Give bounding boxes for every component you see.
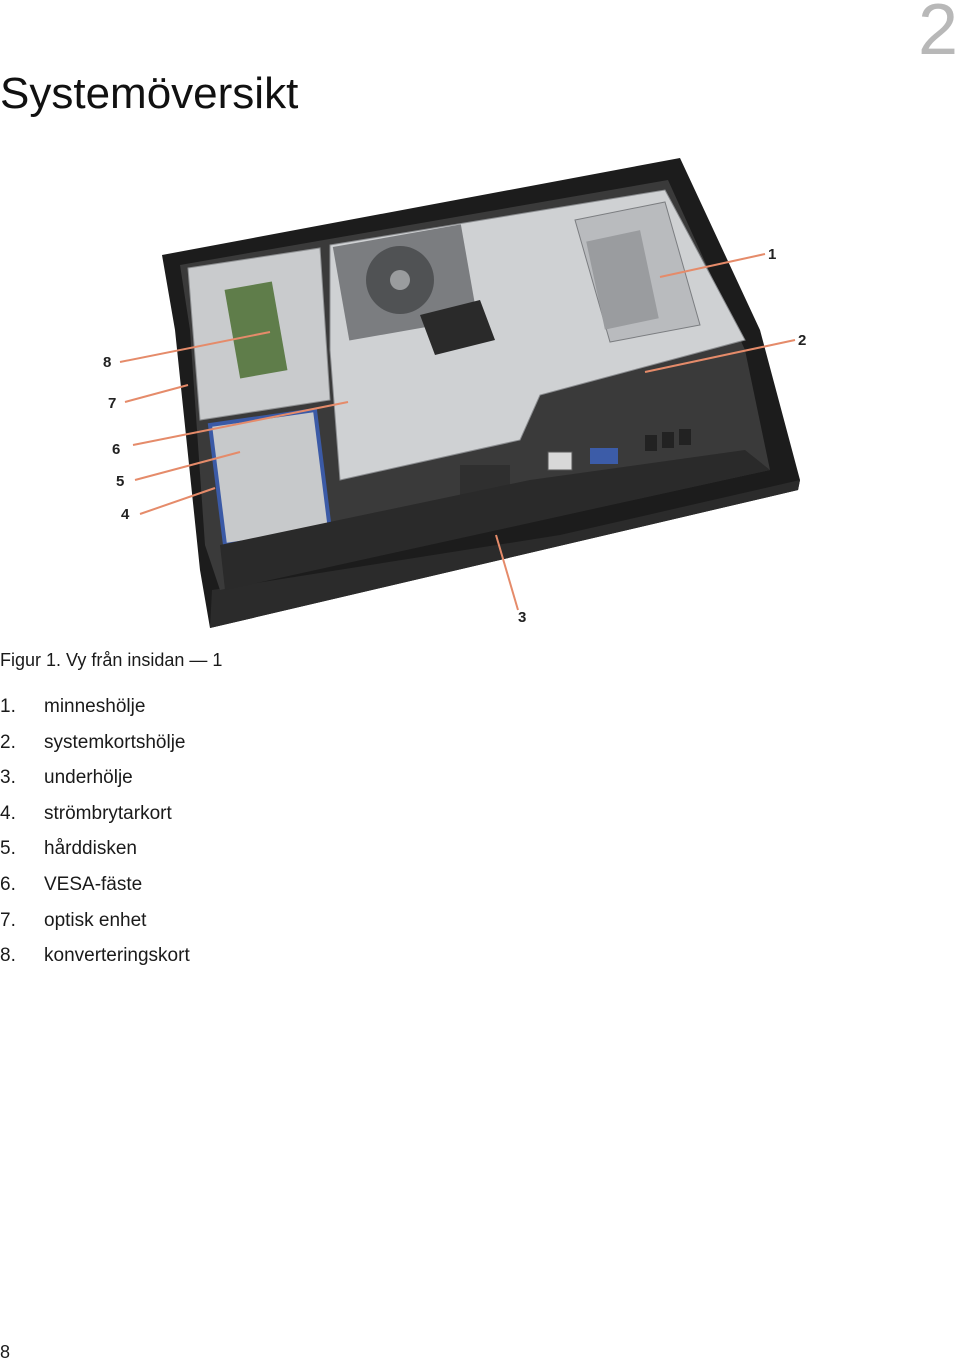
legend-number: 4. — [0, 802, 16, 824]
page-number: 8 — [0, 1342, 11, 1362]
callout-4: 4 — [121, 506, 130, 523]
legend-label: hårddisken — [44, 838, 137, 860]
legend-item: 6. VESA-fäste — [0, 875, 190, 911]
legend-number: 2. — [0, 731, 16, 753]
figure-inside-view: 1 2 3 4 5 6 7 8 — [0, 150, 960, 635]
legend-list: 1. minneshölje 2. systemkortshölje 3. under… — [0, 697, 190, 982]
computer-inside-illustration: 1 2 3 4 5 6 7 8 — [103, 158, 806, 628]
hard-drive — [207, 407, 333, 548]
callout-1: 1 — [768, 246, 776, 263]
legend-number: 8. — [0, 945, 16, 967]
legend-number: 7. — [0, 909, 16, 931]
legend-item: 7. optisk enhet — [0, 909, 190, 947]
legend-label: VESA-fäste — [44, 873, 143, 895]
legend-item: 3. underhölje — [0, 768, 190, 804]
figure-caption: Figur 1. Vy från insidan — 1 — [0, 650, 223, 670]
callout-2: 2 — [798, 332, 806, 349]
legend-label: strömbrytarkort — [44, 802, 172, 824]
bottom-cover — [220, 450, 770, 590]
legend-number: 5. — [0, 838, 16, 860]
legend-label: optisk enhet — [44, 909, 147, 931]
legend-item: 5. hårddisken — [0, 839, 190, 875]
legend-item: 8. konverteringskort — [0, 946, 190, 982]
legend-label: underhölje — [44, 767, 133, 789]
callout-7: 7 — [108, 395, 116, 412]
legend-item: 1. minneshölje — [0, 697, 190, 733]
legend-item: 4. strömbrytarkort — [0, 802, 190, 840]
converter-board — [224, 281, 288, 379]
legend-number: 1. — [0, 696, 16, 717]
legend-label: systemkortshölje — [44, 731, 186, 753]
legend-number: 3. — [0, 767, 16, 789]
callout-3: 3 — [518, 609, 526, 626]
legend-number: 6. — [0, 873, 16, 895]
callout-5: 5 — [116, 473, 124, 490]
legend-label: minneshölje — [44, 696, 146, 717]
page-title: Systemöversikt — [0, 69, 299, 118]
callout-6: 6 — [112, 441, 120, 458]
legend-label: konverteringskort — [44, 945, 190, 967]
chapter-number: 2 — [917, 0, 958, 70]
bezel-bottom-edge — [210, 480, 800, 628]
callout-8: 8 — [103, 354, 111, 371]
legend-item: 2. systemkortshölje — [0, 731, 190, 769]
